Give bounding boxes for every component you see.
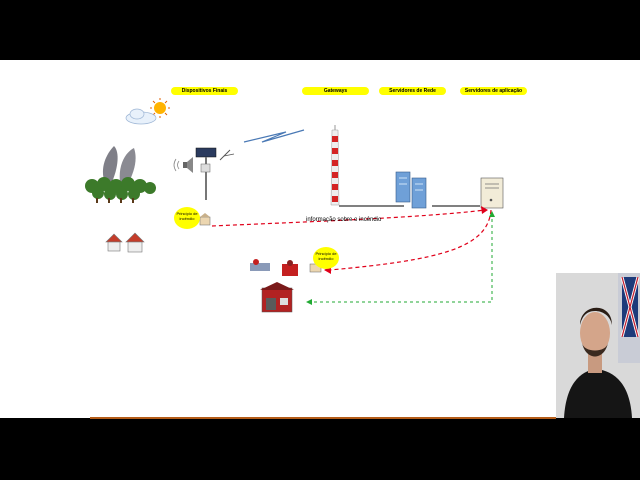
diagram-canvas [0,60,640,418]
presenter-video-overlay [556,273,640,418]
gateway-tower-icon [331,125,339,205]
solar-sensor-station-icon [196,148,234,200]
houses-icon [106,233,144,252]
bottom-accent-strip [90,417,556,419]
speaker-icon [174,157,193,173]
wireless-link-icon [244,130,304,142]
fire-information-label: informação sobre o incêndio [306,217,381,223]
fire-alert-bubble-sensor: Princípio de incêndio [174,207,200,229]
presenter-video-icon [556,273,640,418]
fire-station-icon [260,282,294,312]
presentation-slide: Dispositivos Finais Gateways Servidores … [0,60,640,418]
sensor-device-icon [200,213,210,225]
network-servers-icon [396,172,426,208]
sun-cloud-icon [126,98,170,124]
fire-alert-bubble-response: Princípio de incêndio [313,247,339,269]
forest-fire-icon [85,146,156,203]
application-server-icon [481,178,503,208]
firefighters-icon [250,259,321,276]
